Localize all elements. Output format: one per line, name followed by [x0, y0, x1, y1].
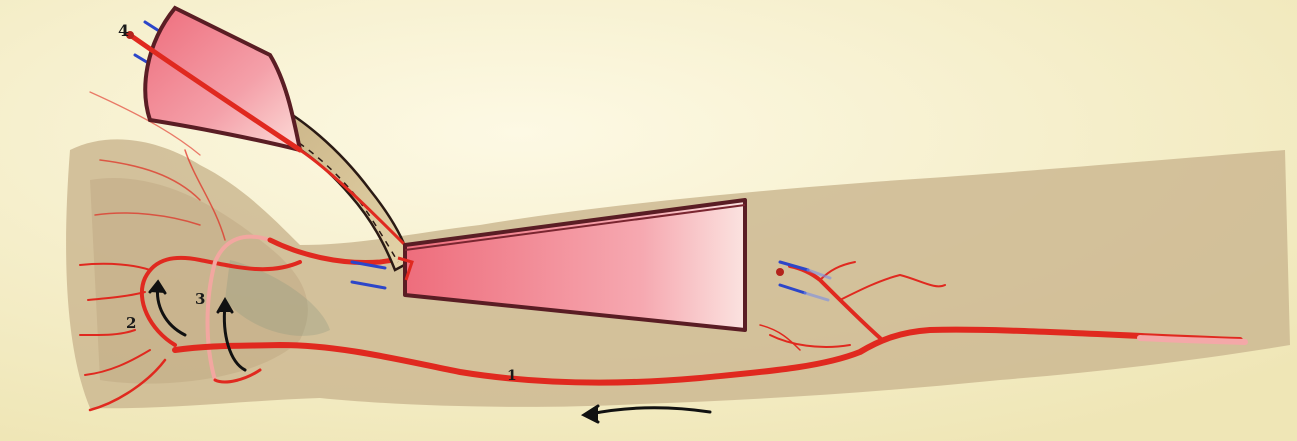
label-3: 3 [195, 290, 205, 308]
label-2: 2 [126, 314, 136, 332]
label-4: 4 [118, 21, 129, 40]
label-1: 1 [507, 368, 517, 384]
